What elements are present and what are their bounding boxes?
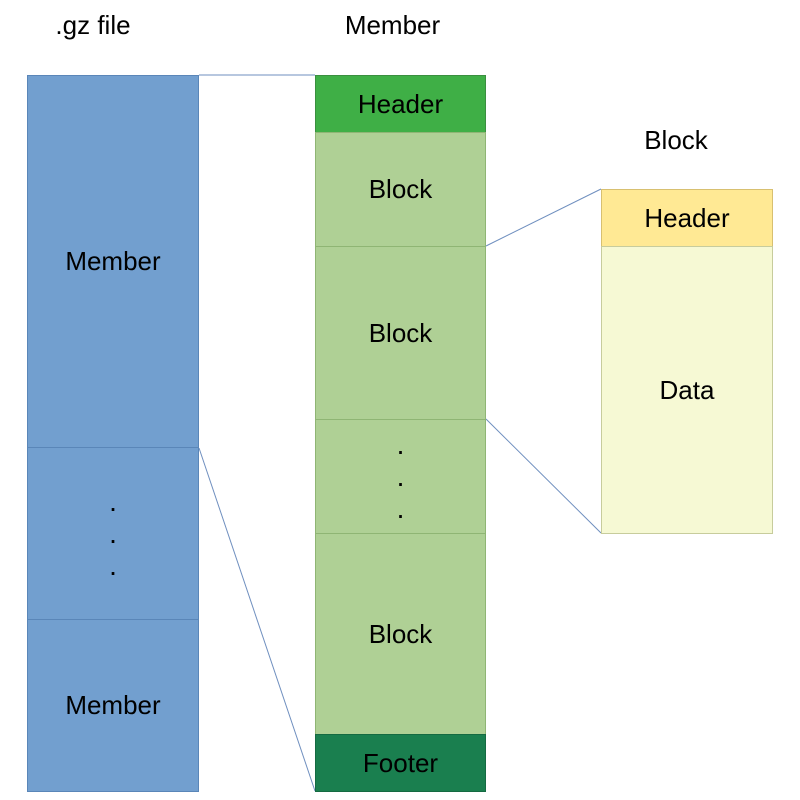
member-dot: .: [396, 460, 405, 492]
gz-dot: .: [109, 517, 117, 549]
member-header: Header: [315, 75, 486, 133]
member-block-3: Block: [315, 533, 486, 735]
member-dot: .: [396, 492, 405, 524]
block-header-label: Header: [644, 202, 730, 233]
member-block-label: Block: [368, 618, 433, 649]
block-title: Block: [644, 125, 708, 155]
gz-ellipsis: . . .: [109, 486, 117, 582]
member-dot: .: [396, 428, 405, 460]
gz-member-segment-last: Member: [27, 619, 199, 792]
gz-dot: .: [109, 549, 117, 581]
connector-block-top: [485, 188, 602, 247]
member-block-label: Block: [368, 174, 433, 204]
connector-block-bottom: [485, 418, 602, 534]
member-header-label: Header: [357, 88, 444, 119]
member-block-1: Block: [315, 132, 486, 247]
gz-ellipsis-segment: . . .: [27, 447, 199, 620]
connector-member-bottom: [198, 447, 316, 792]
member-block-label: Block: [368, 317, 433, 348]
gz-member-label: Member: [65, 246, 161, 276]
member-footer-label: Footer: [362, 747, 439, 778]
member-dots: . . .: [397, 429, 405, 525]
block-data: Data: [601, 246, 773, 534]
gz-member-segment: Member: [27, 75, 199, 448]
gz-file-title: .gz file: [55, 10, 131, 40]
block-data-label: Data: [659, 374, 715, 405]
member-ellipsis: . . .: [315, 419, 486, 534]
block-header: Header: [601, 189, 773, 247]
gz-dot: .: [109, 485, 117, 517]
member-block-2: Block: [315, 246, 486, 420]
member-footer: Footer: [315, 734, 486, 792]
gz-member-label: Member: [65, 690, 161, 720]
member-title: Member: [344, 10, 441, 40]
